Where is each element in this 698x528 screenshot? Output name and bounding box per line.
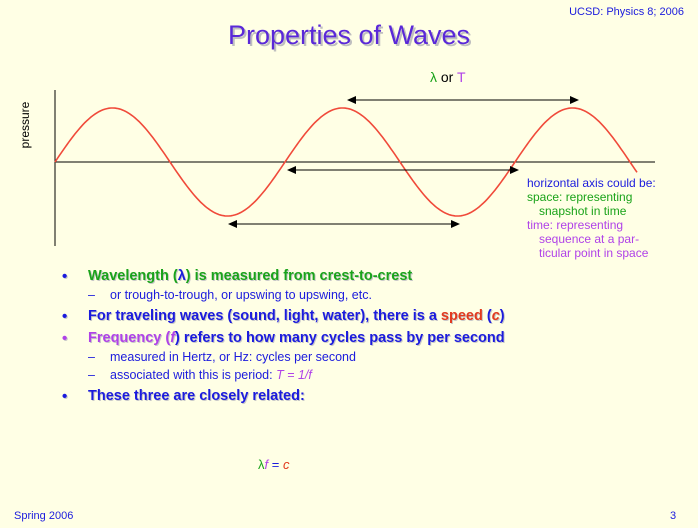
bullet-wavelength: • Wavelength (λ) is measured from crest-… <box>62 267 505 286</box>
axis-note-time2: sequence at a par- <box>539 232 640 246</box>
wavelength-rest: ) is measured from crest-to-crest <box>185 268 413 284</box>
frequency-rest: ) refers to how many cycles pass by per … <box>175 330 505 346</box>
axis-note: horizontal axis could be: space: represe… <box>527 176 656 260</box>
period-symbol: T <box>456 69 466 85</box>
lambda-symbol: λ <box>430 69 437 85</box>
bullet-dot: • <box>62 388 68 405</box>
frequency-symbol: f <box>170 330 176 346</box>
sub-bullet-trough: – or trough-to-trough, or upswing to ups… <box>62 286 505 304</box>
sub-dash: – <box>88 288 95 302</box>
axis-note-line1: horizontal axis could be: <box>527 176 656 190</box>
sub-text: associated with this is period: <box>110 368 277 382</box>
axis-note-time1: time: representing <box>527 218 624 232</box>
speed-word: speed <box>440 308 483 324</box>
bullet-dot: • <box>62 308 68 325</box>
related-text: These three are closely related: <box>88 388 305 404</box>
bullet-dot: • <box>62 330 68 347</box>
sub-text: or trough-to-trough, or upswing to upswi… <box>110 288 372 302</box>
eq-lambda: λ <box>258 457 265 472</box>
footer-date: Spring 2006 <box>14 510 74 522</box>
wavelength-symbol: λ <box>177 268 186 284</box>
course-label: UCSD: Physics 8; 2006 <box>569 6 684 18</box>
bullet-frequency: • Frequency (f) refers to how many cycle… <box>62 329 505 348</box>
axis-note-space2: snapshot in time <box>539 204 627 218</box>
axis-note-space1: space: representing <box>527 190 633 204</box>
frequency-term: Frequency ( <box>88 330 171 346</box>
bullet-dot: • <box>62 268 68 285</box>
speed-text: For traveling waves (sound, light, water… <box>88 308 441 324</box>
sub-dash: – <box>88 350 95 364</box>
sub-bullet-period: – associated with this is period: T = 1/… <box>62 366 505 384</box>
bullet-speed: • For traveling waves (sound, light, wat… <box>62 307 505 326</box>
sine-wave <box>54 107 638 217</box>
bullet-list: • Wavelength (λ) is measured from crest-… <box>62 267 505 406</box>
speed-open: ( <box>482 308 492 324</box>
wavelength-term: Wavelength ( <box>88 268 178 284</box>
eq-c: c <box>282 457 290 472</box>
sub-bullet-hertz: – measured in Hertz, or Hz: cycles per s… <box>62 348 505 366</box>
period-formula: T = 1/f <box>276 368 312 382</box>
page-number: 3 <box>670 510 677 522</box>
slide-title: Properties of Waves <box>227 20 471 50</box>
wave-equation: λf = c <box>258 457 289 472</box>
sub-text: measured in Hertz, or Hz: cycles per sec… <box>110 350 356 364</box>
speed-symbol: c <box>491 308 500 324</box>
bullet-related: • These three are closely related: <box>62 387 505 406</box>
y-axis-label: pressure <box>18 101 32 149</box>
wavelength-label: λ or T <box>430 69 466 85</box>
sub-dash: – <box>88 368 95 382</box>
eq-f: f <box>264 457 269 472</box>
speed-close: ) <box>499 308 505 324</box>
eq-equals: = <box>268 457 283 472</box>
or-text: or <box>437 69 457 85</box>
axis-note-time3: ticular point in space <box>539 246 649 260</box>
